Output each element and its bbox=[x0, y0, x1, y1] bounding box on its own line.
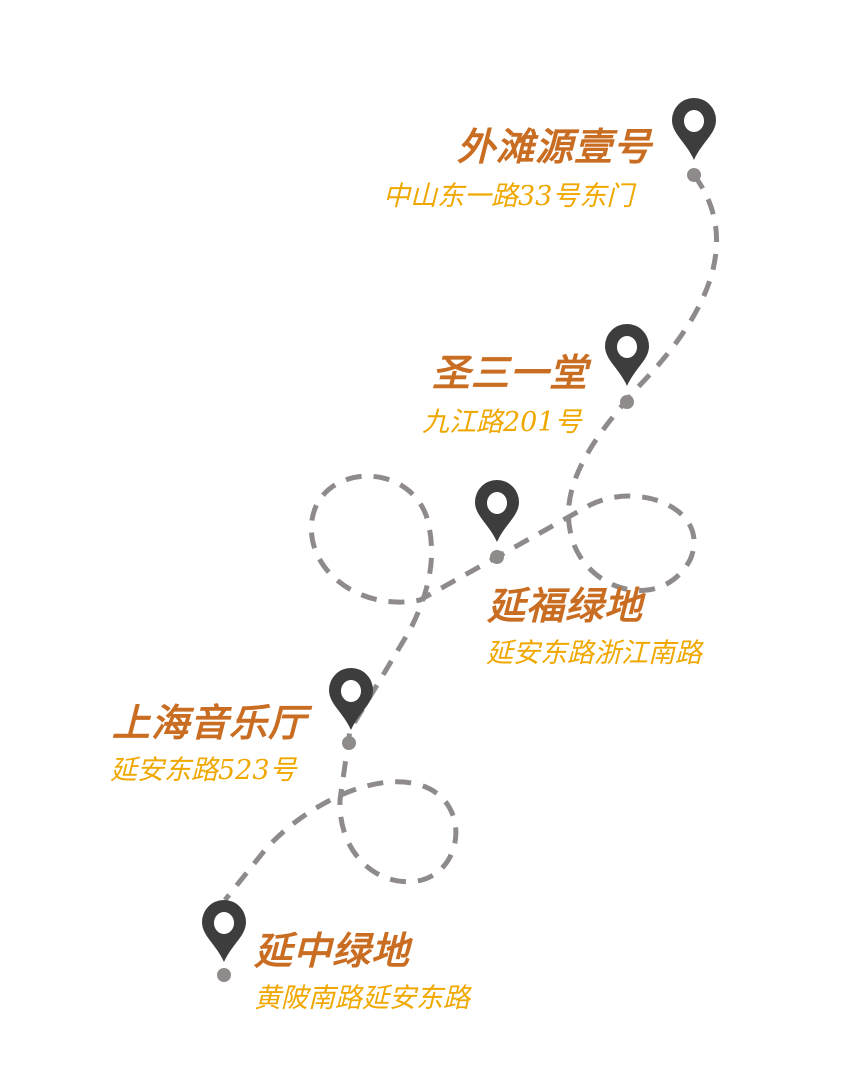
stop-title-yanzhong-greenland: 延中绿地 bbox=[254, 929, 411, 973]
stop-title-yanfu-greenland: 延福绿地 bbox=[487, 584, 644, 628]
map-pin-icon bbox=[329, 668, 373, 730]
stop-title-waitanyuan: 外滩源壹号 bbox=[457, 125, 653, 169]
map-pin-icon bbox=[475, 480, 519, 542]
stop-dot bbox=[620, 395, 634, 409]
stop-address-yanfu-greenland: 延安东路浙江南路 bbox=[486, 638, 702, 669]
stop-address-holy-trinity: 九江路201号 bbox=[422, 407, 582, 438]
map-pin-icon bbox=[605, 324, 649, 386]
stop-address-waitanyuan: 中山东一路33号东门 bbox=[383, 181, 634, 212]
map-pin-icon bbox=[672, 98, 716, 160]
stop-dot bbox=[342, 736, 356, 750]
map-pin-icon bbox=[202, 900, 246, 962]
stop-dot bbox=[217, 968, 231, 982]
stop-dot bbox=[687, 168, 701, 182]
dashed-route-path bbox=[223, 173, 720, 902]
stop-dot bbox=[490, 550, 504, 564]
stop-address-yanzhong-greenland: 黄陂南路延安东路 bbox=[254, 983, 470, 1014]
stop-title-shanghai-concert-hall: 上海音乐厅 bbox=[112, 701, 308, 745]
stop-address-shanghai-concert-hall: 延安东路523号 bbox=[110, 755, 297, 786]
stop-title-holy-trinity: 圣三一堂 bbox=[432, 351, 589, 395]
